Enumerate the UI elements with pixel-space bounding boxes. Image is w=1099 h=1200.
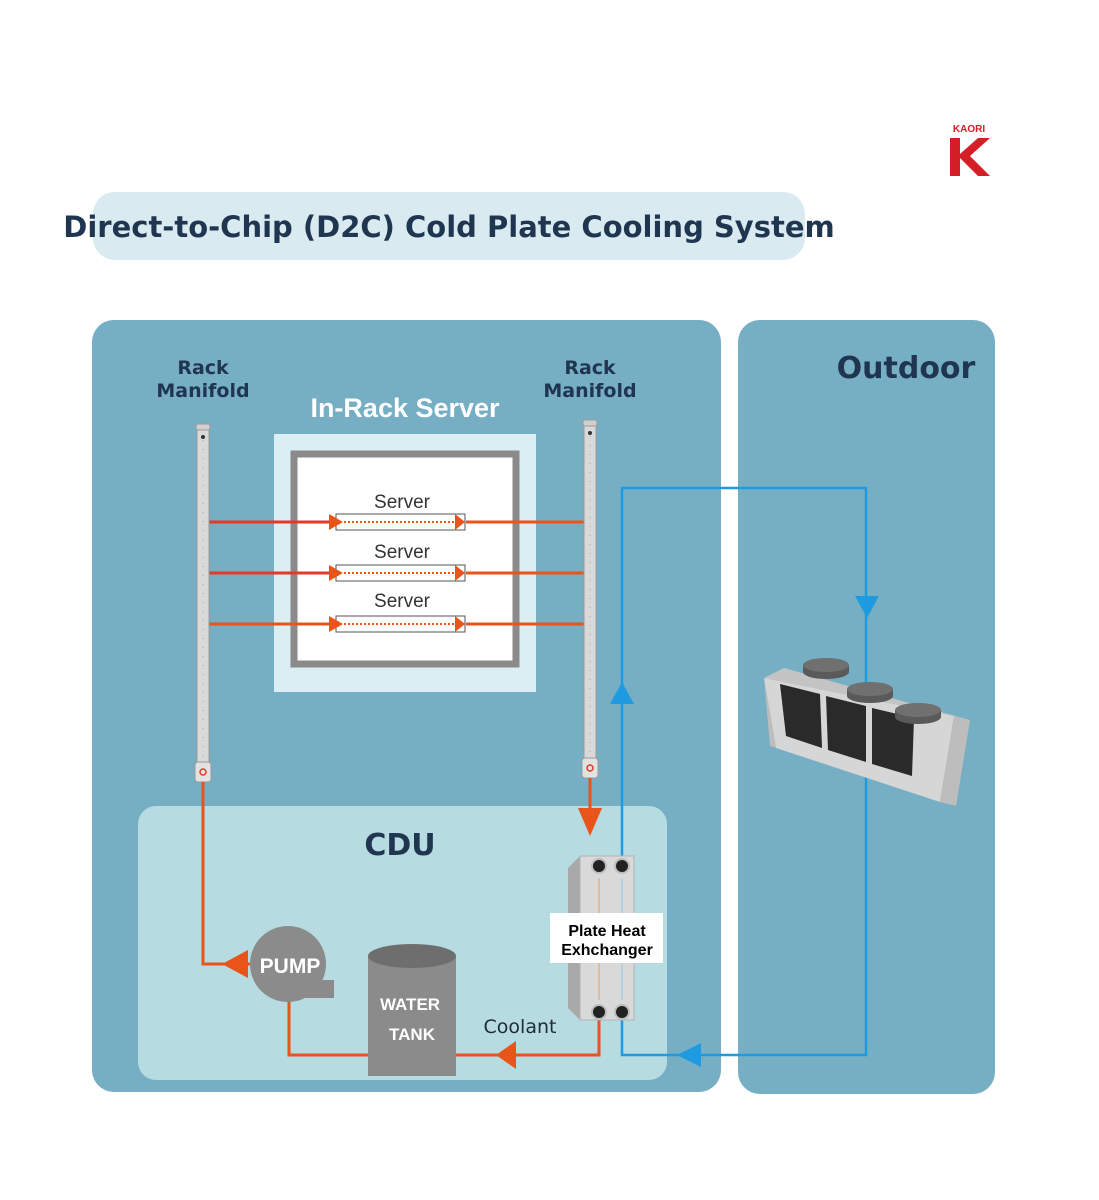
tank-label-2: TANK [389, 1025, 436, 1044]
server-unit: Server [329, 542, 466, 582]
flow-arrow-indoor-up [610, 682, 634, 704]
phe-port-cold-out [614, 858, 630, 874]
coolant-label: Coolant [484, 1016, 557, 1038]
pump: PUMP [250, 926, 334, 1002]
manifold-right-cap [582, 419, 598, 427]
outdoor-label: Outdoor [837, 351, 976, 386]
flow-arrow-down-to-phe [578, 808, 602, 836]
water-tank: WATER TANK [368, 944, 456, 1076]
rack-manifold-left-label-1: Rack [177, 357, 229, 379]
phe-label-2: Exhchanger [561, 942, 653, 959]
flow-arrow-coolant [496, 1041, 516, 1069]
fan-3-top [895, 703, 941, 717]
plate-heat-exchanger: Plate Heat Exhchanger [550, 855, 663, 1021]
logo-mark [950, 138, 990, 176]
server-2-outlet-arrow [455, 565, 465, 581]
phe-label-box [550, 913, 663, 963]
manifold-right-connector-ring [586, 764, 594, 772]
in-rack-server-label: In-Rack Server [310, 393, 500, 423]
dry-cooler-panel-3 [872, 708, 914, 776]
phe-port-hot-out [591, 1004, 607, 1020]
server-2-inlet-arrow [329, 565, 343, 581]
manifold-left-pipe [196, 429, 210, 766]
pump-label: PUMP [260, 955, 321, 978]
manifold-left-valve [201, 435, 205, 439]
fan-1-top [803, 658, 849, 672]
manifold-right-connector [581, 757, 599, 779]
phe-label-1: Plate Heat [568, 923, 646, 940]
flow-arrow-return-left [677, 1043, 701, 1067]
phe-port-cold-in [614, 1004, 630, 1020]
manifold-left-cap [195, 423, 211, 431]
dry-cooler-panel-2 [826, 696, 866, 762]
server-3-label: Server [374, 591, 431, 612]
dry-cooler-right-side [940, 716, 970, 806]
pump-body [250, 926, 326, 1002]
page-title: Direct-to-Chip (D2C) Cold Plate Cooling … [63, 210, 834, 244]
manifold-left-connector-ring [199, 768, 207, 776]
tank-label-1: WATER [380, 995, 440, 1014]
manifold-left-connector [194, 761, 212, 783]
dry-cooler-panel-1 [780, 684, 822, 748]
kaori-logo: KAORI [950, 124, 990, 176]
cdu-label: CDU [364, 828, 435, 863]
server-1-outlet-arrow [455, 514, 465, 530]
rack-manifold-left-label-2: Manifold [156, 380, 249, 402]
server-unit: Server [329, 492, 466, 531]
server-1-inlet-arrow [329, 514, 343, 530]
tank-top [368, 944, 456, 968]
title-pill [93, 192, 805, 260]
manifold-right-valve [588, 431, 592, 435]
server-3-outlet-arrow [455, 616, 465, 632]
in-rack-server-box [274, 434, 536, 692]
loop-tank-to-pump [287, 1000, 368, 1057]
tank-body [368, 956, 456, 1076]
rack-manifold-right-label-1: Rack [564, 357, 616, 379]
server-unit: Server [329, 591, 466, 633]
phe-port-hot-in [591, 858, 607, 874]
server-2-label: Server [374, 542, 431, 563]
dry-cooler-left-edge [764, 678, 776, 748]
rack-manifold-right [581, 419, 599, 779]
server-3-inlet-arrow [329, 616, 343, 632]
rack-manifold-right-label-2: Manifold [543, 380, 636, 402]
logo-text: KAORI [953, 124, 985, 135]
server-pipes [207, 520, 584, 626]
fan-2-top [847, 682, 893, 696]
flow-arrow-outdoor-down [855, 596, 879, 618]
server-1-label: Server [374, 492, 431, 513]
flow-arrow-pump-out [222, 950, 248, 978]
cdu-zone [138, 806, 667, 1080]
title-banner: Direct-to-Chip (D2C) Cold Plate Cooling … [63, 192, 835, 260]
dry-cooler [764, 658, 970, 806]
rack-manifold-left [194, 423, 212, 783]
